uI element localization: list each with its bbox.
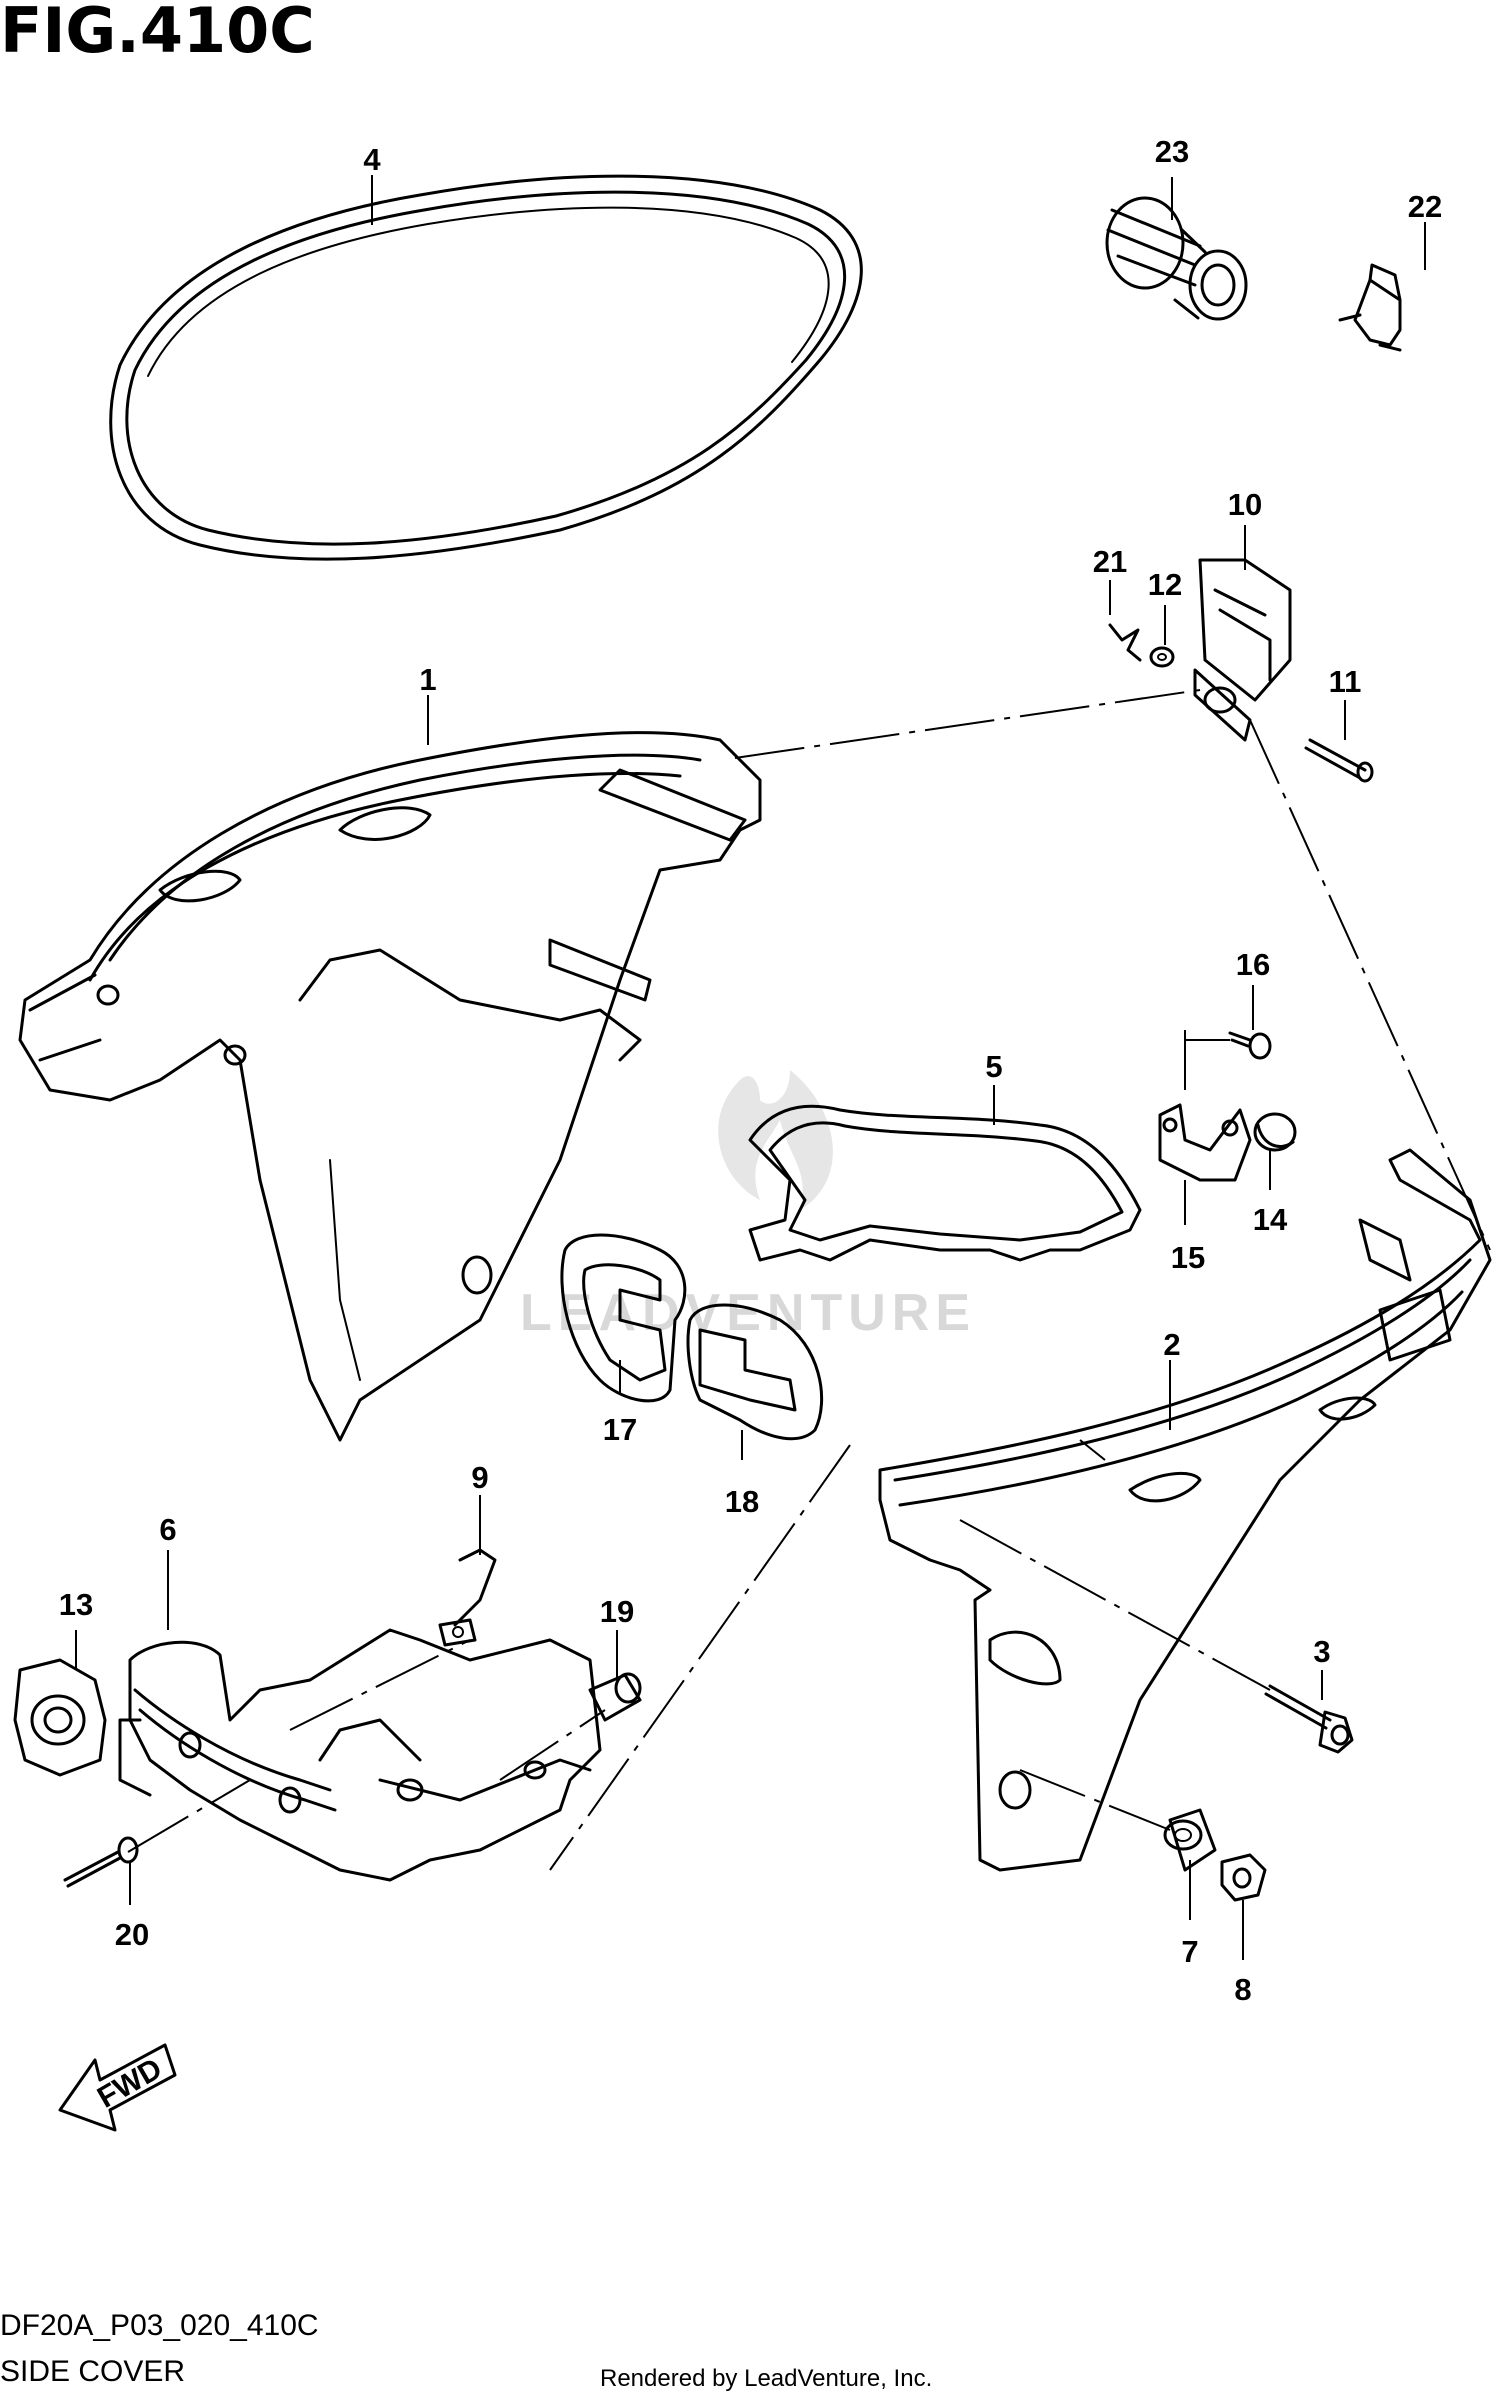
callout-21: 21	[1093, 544, 1127, 579]
part-8-bolt	[1220, 1853, 1267, 1902]
callout-14: 14	[1253, 1202, 1288, 1237]
part-23-grommet	[1105, 196, 1248, 321]
part-10-bracket	[1193, 558, 1292, 742]
part-20-rivet	[63, 1836, 139, 1888]
callout-labels: 4 1 23 22 10 21 12 11 16 5 14 15 2 17 18…	[59, 134, 1442, 2007]
part-2-side-cover	[878, 1148, 1492, 1872]
callout-9: 9	[471, 1460, 488, 1495]
part-3-bolt	[1264, 1684, 1354, 1754]
callout-19: 19	[600, 1594, 634, 1629]
watermark: LEADVENTURE	[520, 1070, 970, 1342]
part-22-clip	[1338, 263, 1402, 352]
part-16-screw	[1228, 1031, 1272, 1060]
callout-23: 23	[1155, 134, 1189, 169]
callout-8: 8	[1234, 1972, 1251, 2007]
leader-lines	[75, 175, 1426, 1960]
callout-16: 16	[1236, 947, 1270, 982]
part-1-side-cover	[18, 731, 762, 1442]
part-6-lower-bracket	[118, 1628, 602, 1882]
part-18-seal	[686, 1303, 823, 1441]
callout-3: 3	[1313, 1634, 1330, 1669]
reference-lines	[127, 689, 1491, 1871]
part-7-bushing	[1163, 1808, 1217, 1872]
callout-11: 11	[1329, 664, 1362, 699]
callout-7: 7	[1181, 1934, 1198, 1969]
callout-2: 2	[1163, 1327, 1180, 1362]
drawing-code: DF20A_P03_020_410C	[0, 2309, 319, 2342]
callout-10: 10	[1228, 487, 1262, 522]
part-9-stay	[438, 1548, 497, 1647]
part-17-seal	[560, 1233, 687, 1403]
callout-17: 17	[603, 1412, 637, 1447]
callout-18: 18	[725, 1484, 759, 1519]
callout-4: 4	[363, 142, 381, 177]
part-4-seal	[109, 174, 863, 561]
callout-1: 1	[419, 662, 436, 697]
part-19-collar	[588, 1672, 642, 1722]
part-14-cap	[1253, 1112, 1297, 1152]
section-name: SIDE COVER	[0, 2355, 185, 2388]
callout-13: 13	[59, 1587, 93, 1622]
fwd-label: FWD	[92, 2052, 168, 2115]
part-5-gasket	[748, 1104, 1142, 1262]
callout-20: 20	[115, 1917, 149, 1952]
callout-6: 6	[159, 1512, 176, 1547]
figure-title: FIG.410C	[0, 0, 315, 67]
callout-5: 5	[985, 1049, 1002, 1084]
part-11-pin	[1304, 738, 1374, 783]
callout-22: 22	[1408, 189, 1442, 224]
part-15-bracket	[1158, 1103, 1252, 1182]
fwd-arrow: FWD	[58, 2043, 177, 2132]
part-13-grommet	[13, 1658, 107, 1777]
render-credit: Rendered by LeadVenture, Inc.	[600, 2365, 932, 2392]
part-12-washer	[1149, 646, 1175, 668]
callout-15: 15	[1171, 1240, 1205, 1275]
part-21-clip	[1108, 623, 1142, 662]
callout-12: 12	[1148, 567, 1182, 602]
